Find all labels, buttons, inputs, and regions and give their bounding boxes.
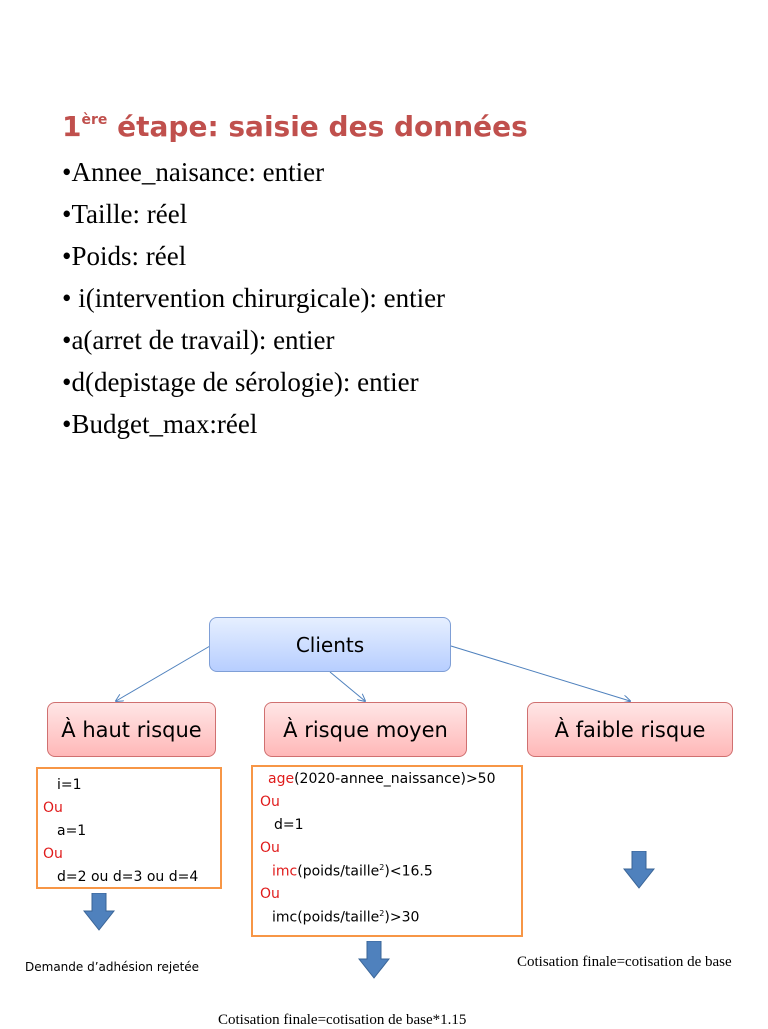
connector-to-low-risk — [450, 645, 630, 701]
down-arrow-icon — [623, 851, 655, 889]
down-arrow-icon — [358, 941, 390, 979]
or-label: Ou — [260, 794, 280, 810]
condition-a: a=1 — [57, 823, 87, 839]
condition-d: d=2 ou d=3 ou d=4 — [57, 869, 199, 885]
or-label: Ou — [260, 840, 280, 856]
or-label: Ou — [43, 846, 63, 862]
condition-imc-low: imc(poids/taille2)<16.5 — [272, 863, 433, 880]
low-risk-node: À faible risque — [527, 702, 733, 757]
imc-keyword: imc — [272, 863, 298, 880]
title-prefix: 1 — [62, 110, 82, 143]
title-text: étape: saisie des données — [107, 110, 528, 143]
or-label: Ou — [260, 886, 280, 902]
bullet-budget-max: •Budget_max:réel — [62, 409, 258, 439]
condition-i: i=1 — [57, 777, 82, 793]
bullet-annee-naissance: •Annee_naisance: entier — [62, 157, 325, 187]
down-arrow-icon — [83, 893, 115, 931]
or-label: Ou — [43, 800, 63, 816]
high-risk-node: À haut risque — [47, 702, 216, 757]
title-superscript: ère — [81, 111, 108, 128]
condition-d: d=1 — [274, 817, 304, 833]
condition-age: age(2020-annee_naissance)>50 — [268, 771, 496, 787]
bullet-poids: •Poids: réel — [62, 241, 187, 271]
bullet-taille: •Taille: réel — [62, 199, 188, 229]
age-keyword: age — [268, 771, 295, 787]
input-variable-list: •Annee_naisance: entier •Taille: réel •P… — [62, 154, 445, 448]
connector-to-medium-risk — [329, 671, 365, 701]
connector-to-high-risk — [116, 645, 211, 701]
outcome-medium-risk: Cotisation finale=cotisation de base*1.1… — [218, 1012, 467, 1028]
bullet-depistage: •d(depistage de sérologie): entier — [62, 367, 419, 397]
age-expression: (2020-annee_naissance)>50 — [294, 771, 496, 787]
imc-expression-b: )<16.5 — [384, 863, 433, 880]
bullet-intervention: • i(intervention chirurgicale): entier — [62, 283, 446, 313]
slide-title: 1ère étape: saisie des données — [62, 110, 528, 143]
imc-exponent: 2 — [379, 863, 385, 872]
clients-node: Clients — [209, 617, 451, 672]
bullet-arret-travail: •a(arret de travail): entier — [62, 325, 335, 355]
imc-exponent: 2 — [379, 909, 385, 918]
imc-expression-a: (poids/taille — [297, 863, 380, 880]
high-risk-conditions-box: i=1 Ou a=1 Ou d=2 ou d=3 ou d=4 — [36, 767, 222, 889]
imc-expression-b: )>30 — [384, 909, 420, 926]
outcome-low-risk: Cotisation finale=cotisation de base — [517, 954, 732, 970]
medium-risk-node: À risque moyen — [264, 702, 467, 757]
outcome-high-risk: Demande d’adhésion rejetée — [25, 960, 200, 974]
medium-risk-conditions-box: age(2020-annee_naissance)>50 Ou d=1 Ou i… — [251, 765, 523, 937]
imc-expression-a: imc(poids/taille — [272, 909, 380, 926]
condition-imc-high: imc(poids/taille2)>30 — [272, 909, 419, 926]
